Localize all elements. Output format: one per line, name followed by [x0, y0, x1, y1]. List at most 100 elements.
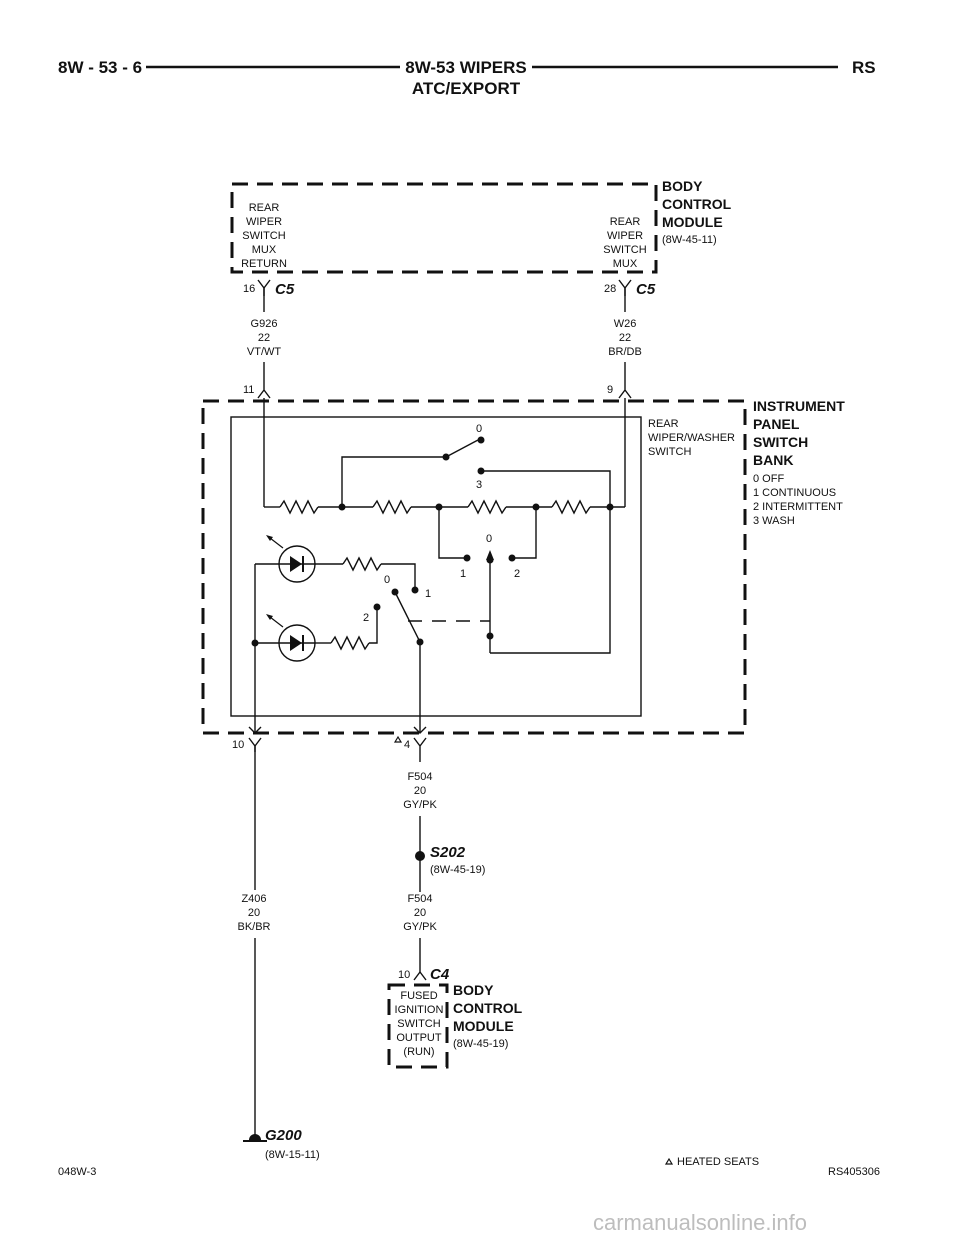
c5-left-connector: C5: [275, 281, 295, 298]
panel-pin-4: 4: [404, 739, 410, 751]
wire-wash-return: [481, 470, 611, 507]
switch-contact: [477, 436, 485, 444]
page-number: 8W - 53 - 6: [58, 58, 142, 77]
wire-gauge: 20: [414, 785, 426, 797]
c5-right-connector: C5: [636, 281, 656, 298]
label-line: FUSED: [400, 990, 437, 1002]
led-wire: [381, 563, 416, 590]
indicator-led-icon: [266, 535, 316, 583]
bcm-top-name-line: CONTROL: [662, 196, 732, 212]
wire-gauge: 22: [258, 332, 270, 344]
wire-id: W26: [614, 318, 637, 330]
switch-blade: [445, 439, 479, 458]
page-title: 8W-53 WIPERS: [405, 58, 527, 77]
pin-arrow: [248, 726, 262, 734]
lower-switch-pos-1: 1: [425, 588, 431, 600]
bcm-bottom-ref: (8W-45-19): [453, 1038, 508, 1050]
bcm-top-box: [230, 182, 658, 274]
wire-w26-label: W26 22 BR/DB: [608, 318, 642, 358]
label-line: SWITCH: [603, 244, 646, 256]
lower-switch-pos-0: 0: [384, 574, 390, 586]
footer-right-code: RS405306: [828, 1166, 880, 1178]
mid-switch-pos-2: 2: [514, 568, 520, 580]
pin-arrow: [413, 726, 427, 734]
switch-label: REAR WIPER/WASHER SWITCH: [648, 418, 735, 458]
wire-color: GY/PK: [403, 921, 437, 933]
bcm-top-right-label: REAR WIPER SWITCH MUX: [603, 216, 646, 270]
label-line: RETURN: [241, 258, 287, 270]
resistor-2: [372, 499, 412, 515]
panel-name-line: PANEL: [753, 416, 800, 432]
upper-switch-pos-3: 3: [476, 479, 482, 491]
label-line: WIPER: [246, 216, 282, 228]
wire-mid-return: [490, 507, 611, 654]
junction-dot: [251, 639, 259, 647]
indicator-led-icon: [266, 614, 316, 662]
position-line: 3 WASH: [753, 515, 795, 527]
ground-ref: (8W-15-11): [265, 1149, 320, 1161]
bcm-bottom-name-line: CONTROL: [453, 1000, 523, 1016]
panel-name: INSTRUMENT PANEL SWITCH BANK: [753, 398, 845, 468]
c4-connector-symbol: [413, 970, 427, 981]
bcm-bottom-label: FUSED IGNITION SWITCH OUTPUT (RUN): [395, 990, 444, 1058]
pin-9-connector-symbol: [618, 384, 632, 399]
label-line: SWITCH: [242, 230, 285, 242]
ground-name: G200: [265, 1127, 302, 1144]
resistor-1: [279, 499, 319, 515]
splice-ref: (8W-45-19): [430, 864, 485, 876]
switch-contact: [391, 588, 399, 596]
panel-switch-bank-box: [201, 399, 747, 735]
label-line: OUTPUT: [396, 1032, 442, 1044]
switch-label-line: REAR: [648, 418, 679, 430]
wire-gauge: 22: [619, 332, 631, 344]
pin-4-connector-symbol: [413, 737, 427, 762]
wire-id: Z406: [241, 893, 266, 905]
wire-f504-upper-label: F504 20 GY/PK: [403, 771, 437, 811]
panel-name-line: SWITCH: [753, 434, 808, 450]
footer-note: HEATED SEATS: [677, 1156, 759, 1168]
bcm-top-ref: (8W-45-11): [662, 234, 717, 246]
label-line: MUX: [252, 244, 277, 256]
resistor-4: [551, 499, 591, 515]
junction-dot: [486, 632, 494, 640]
bcm-top-name: BODY CONTROL MODULE (8W-45-11): [662, 178, 732, 246]
ground-icon: [243, 1134, 267, 1142]
mid-switch-pos-0: 0: [486, 533, 492, 545]
bcm-top-name-line: MODULE: [662, 214, 723, 230]
section-code: RS: [852, 58, 876, 77]
bcm-bottom-name-line: MODULE: [453, 1018, 514, 1034]
lower-switch-pos-2: 2: [363, 612, 369, 624]
resistor-led-2: [330, 635, 370, 651]
wire-f504-lower-label: F504 20 GY/PK: [403, 893, 437, 933]
position-line: 2 INTERMITTENT: [753, 501, 843, 513]
wire-z406-label: Z406 20 BK/BR: [237, 893, 270, 933]
switch-contact: [463, 554, 471, 562]
switch-blade: [395, 593, 421, 643]
resistor-led-1: [342, 556, 382, 572]
wire-gauge: 20: [248, 907, 260, 919]
upper-switch-pos-0: 0: [476, 423, 482, 435]
label-line: SWITCH: [397, 1018, 440, 1030]
c4-connector: C4: [430, 966, 450, 983]
wire-color: GY/PK: [403, 799, 437, 811]
wire-id: G926: [251, 318, 278, 330]
panel-pin-11: 11: [243, 384, 254, 396]
wire-id: F504: [407, 893, 432, 905]
switch-contact: [508, 554, 516, 562]
c5-left-pin: 16: [243, 283, 255, 295]
label-line: WIPER: [607, 230, 643, 242]
bcm-bottom-name: BODY CONTROL MODULE (8W-45-19): [453, 982, 523, 1050]
switch-position-legend: 0 OFF 1 CONTINUOUS 2 INTERMITTENT 3 WASH: [753, 473, 843, 527]
heated-seats-note-icon: [664, 1157, 674, 1165]
heated-seats-triangle-icon: [393, 735, 403, 743]
bcm-top-name-line: BODY: [662, 178, 703, 194]
pin-11-connector-symbol: [257, 384, 271, 399]
label-line: MUX: [613, 258, 638, 270]
label-line: REAR: [610, 216, 641, 228]
wire-color: BR/DB: [608, 346, 642, 358]
label-line: REAR: [249, 202, 280, 214]
panel-name-line: INSTRUMENT: [753, 398, 845, 414]
panel-pin-9: 9: [607, 384, 613, 396]
wire-mid-switch-2: [512, 507, 537, 559]
